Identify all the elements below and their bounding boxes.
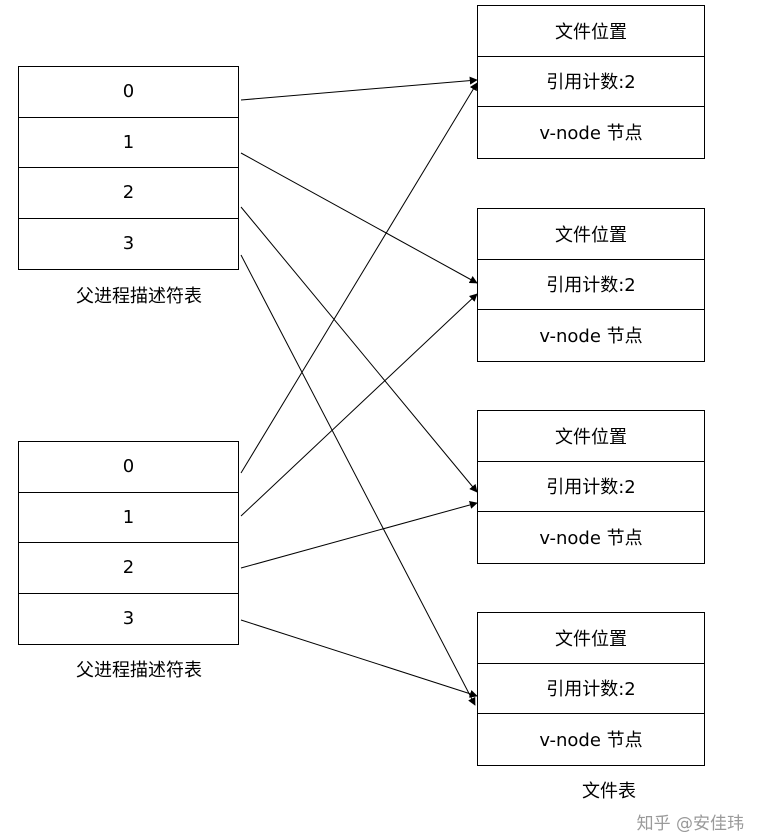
file-table-4: 文件位置 引用计数:2 v-node 节点 xyxy=(477,612,705,766)
arrow-child-0 xyxy=(240,82,478,474)
vnode-cell: v-node 节点 xyxy=(539,123,643,145)
refcount-cell: 引用计数:2 xyxy=(478,664,704,714)
file-table-2: 文件位置 引用计数:2 v-node 节点 xyxy=(477,208,705,362)
arrow-child-2 xyxy=(240,501,478,569)
file-position-cell: 文件位置 xyxy=(478,613,704,664)
vnode-cell: v-node 节点 xyxy=(539,528,643,550)
arrow-child-1 xyxy=(240,293,478,517)
refcount-cell: 引用计数:2 xyxy=(478,260,704,310)
child-fd-1: 1 xyxy=(19,493,238,543)
arrow-parent-3 xyxy=(240,254,476,706)
parent-fd-0: 0 xyxy=(19,67,238,118)
file-position-cell: 文件位置 xyxy=(478,209,704,260)
parent-table-caption: 父进程描述符表 xyxy=(76,286,202,307)
parent-fd-1: 1 xyxy=(19,118,238,168)
parent-fd-2: 2 xyxy=(19,168,238,219)
child-fd-3: 3 xyxy=(122,608,135,630)
arrow-parent-2 xyxy=(240,206,478,493)
parent-descriptor-table: 0 1 2 3 xyxy=(18,66,239,270)
vnode-cell: v-node 节点 xyxy=(539,730,643,752)
watermark: 知乎 @安佳玮 xyxy=(636,814,744,834)
file-position-cell: 文件位置 xyxy=(478,6,704,57)
child-fd-2: 2 xyxy=(19,543,238,594)
arrow-parent-0 xyxy=(240,76,478,101)
child-table-caption: 父进程描述符表 xyxy=(76,660,202,681)
child-fd-0: 0 xyxy=(19,442,238,493)
refcount-cell: 引用计数:2 xyxy=(478,462,704,512)
parent-fd-3: 3 xyxy=(122,233,135,255)
arrow-parent-1 xyxy=(240,152,478,284)
file-table-caption: 文件表 xyxy=(582,781,636,802)
child-descriptor-table: 0 1 2 3 xyxy=(18,441,239,645)
arrow-child-3 xyxy=(240,619,478,698)
refcount-cell: 引用计数:2 xyxy=(478,57,704,107)
file-table-1: 文件位置 引用计数:2 v-node 节点 xyxy=(477,5,705,159)
file-position-cell: 文件位置 xyxy=(478,411,704,462)
vnode-cell: v-node 节点 xyxy=(539,326,643,348)
file-table-3: 文件位置 引用计数:2 v-node 节点 xyxy=(477,410,705,564)
